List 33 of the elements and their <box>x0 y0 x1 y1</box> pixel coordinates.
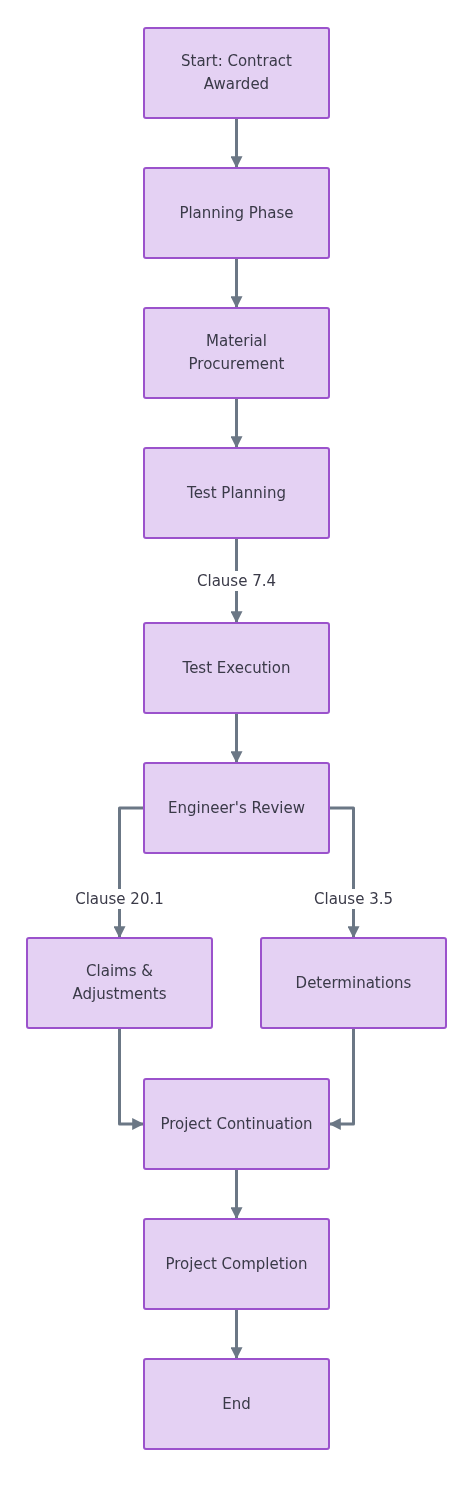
node-label: Material Procurement <box>187 331 286 375</box>
arrow <box>230 1170 243 1220</box>
node-label: Engineer's Review <box>168 797 305 819</box>
arrow <box>230 259 243 309</box>
process-box <box>143 27 330 119</box>
arrow <box>113 806 143 939</box>
node-label: Test Execution <box>182 657 291 679</box>
arrow <box>330 806 360 939</box>
arrow <box>328 1029 355 1130</box>
arrow <box>230 1310 243 1360</box>
node-label: Determinations <box>295 972 412 994</box>
node-label: Planning Phase <box>179 202 294 224</box>
edge-label: Clause 7.4 <box>194 570 279 591</box>
process-box <box>143 1358 330 1450</box>
process-box <box>143 1078 330 1170</box>
process-box <box>143 307 330 399</box>
arrow <box>230 399 243 449</box>
node-label: End <box>222 1393 251 1415</box>
process-box <box>143 447 330 539</box>
node-label: Test Planning <box>187 482 286 504</box>
process-box <box>143 622 330 714</box>
node-label: Start: Contract Awarded <box>180 51 293 95</box>
arrow <box>118 1029 145 1130</box>
process-box <box>143 167 330 259</box>
process-box <box>260 937 447 1029</box>
node-label: Claims & Adjustments <box>71 961 168 1005</box>
process-box <box>143 762 330 854</box>
node-label: Project Completion <box>165 1253 308 1275</box>
arrow <box>230 714 243 764</box>
node-label: Project Continuation <box>160 1113 313 1135</box>
arrow <box>230 119 243 169</box>
process-box <box>143 1218 330 1310</box>
process-box <box>26 937 213 1029</box>
